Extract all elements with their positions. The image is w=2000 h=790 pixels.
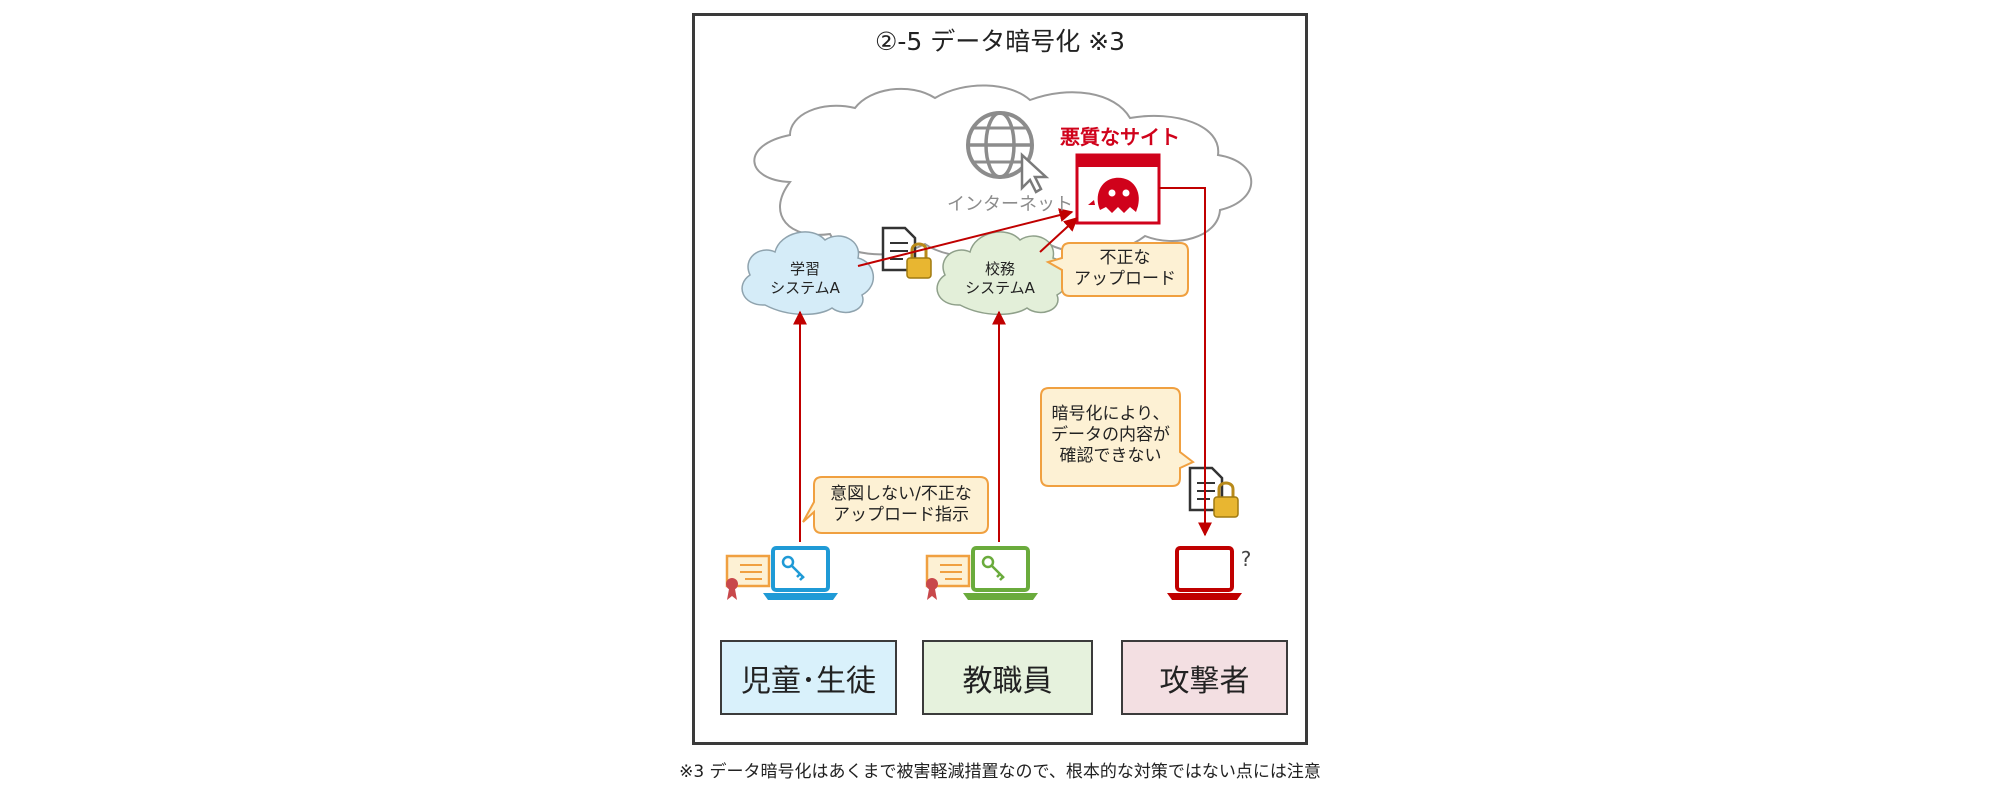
diagram-title: ②-5 データ暗号化 ※3 [874,27,1126,56]
callout-illegal-upload-line2: アップロード [1074,269,1176,289]
callout-illegal-upload-text: 不正な アップロード [1062,248,1188,290]
question-mark: ? [1240,547,1252,571]
arrow-site-to-attacker [1159,187,1212,537]
callout-unintended-instruction-line1: 意図しない/不正な [830,484,972,504]
role-attacker-box: 攻撃者 [1121,640,1288,715]
malicious-site-icon [1075,153,1161,225]
learning-system-cloud [741,231,874,316]
attack-arrows [793,187,1212,542]
encrypted-document-icon-attacker [1188,466,1239,518]
callout-encryption-note-text: 暗号化により、 データの内容が 確認できない [1041,404,1180,467]
internet-label: インターネット [947,194,1073,215]
callout-encryption-note-line2: データの内容が [1051,425,1170,445]
student-laptop-icon [763,546,838,600]
malicious-site-label: 悪質なサイト [1060,125,1180,149]
student-certificate-icon [725,554,771,600]
school-system-label-line2: システムA [965,279,1035,297]
arrow-learning-to-site [857,208,1074,267]
role-staff-box: 教職員 [922,640,1093,715]
encrypted-document-icon [881,226,932,279]
globe-cursor-icon [966,111,1050,194]
callout-unintended-instruction [802,476,989,534]
callout-encryption-note-line1: 暗号化により、 [1051,404,1170,424]
callout-unintended-instruction-text: 意図しない/不正な アップロード指示 [814,484,988,526]
callout-encryption-note-line3: 確認できない [1059,446,1162,466]
callout-encryption-note [1040,387,1195,487]
arrow-school-to-site [1039,217,1079,253]
footnote: ※3 データ暗号化はあくまで被害軽減措置なので、根本的な対策ではない点には注意 [679,762,1321,782]
callout-illegal-upload-line1: 不正な [1099,248,1151,268]
learning-system-label-line2: システムA [770,279,840,297]
learning-system-label-line1: 学習 [789,260,820,278]
role-students-box: 児童･生徒 [720,640,897,715]
staff-laptop-icon [963,546,1038,600]
callout-unintended-instruction-line2: アップロード指示 [833,505,969,525]
school-system-label-line1: 校務 [984,260,1015,278]
staff-certificate-icon [925,554,971,600]
attacker-laptop-icon [1167,546,1242,600]
callout-illegal-upload [1045,242,1189,297]
school-system-cloud [936,231,1069,316]
